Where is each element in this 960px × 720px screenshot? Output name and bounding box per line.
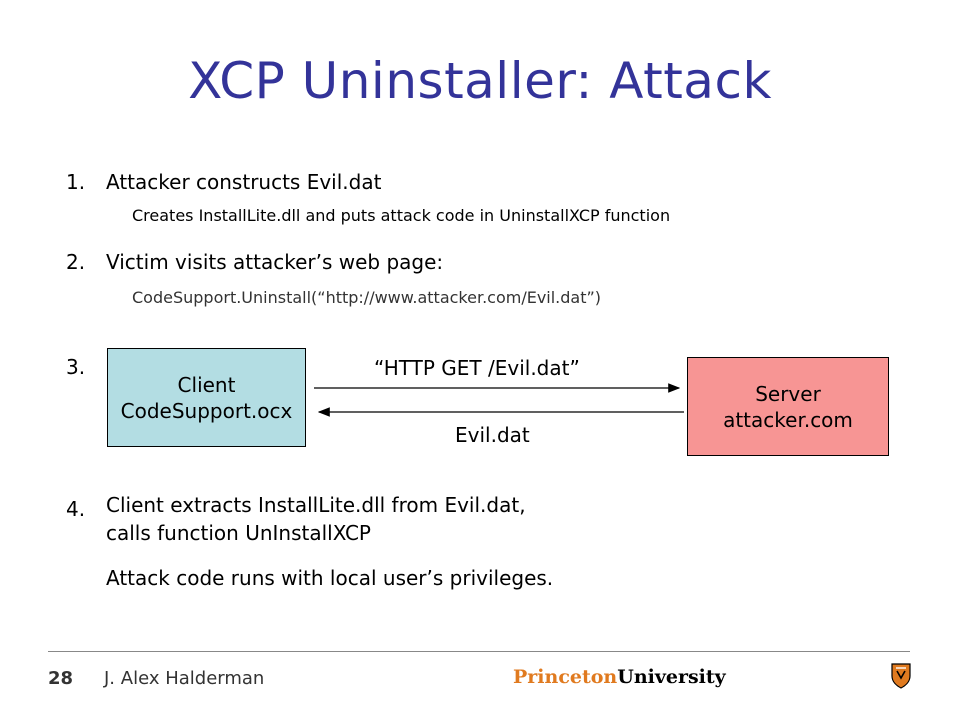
step-4-text-line2: calls function UnInstallXCP (106, 521, 371, 545)
author-name: J. Alex Halderman (104, 668, 265, 689)
footer-divider (48, 651, 910, 652)
client-label: Client (177, 372, 236, 397)
page-number: 28 (48, 668, 74, 689)
client-box: Client CodeSupport.ocx (107, 348, 306, 447)
step-4-detail: Attack code runs with local user’s privi… (106, 566, 554, 590)
step-3-number: 3. (66, 355, 86, 379)
step-1-text: Attacker constructs Evil.dat (106, 170, 382, 194)
step-4-number: 4. (66, 497, 86, 521)
response-label: Evil.dat (455, 423, 530, 447)
server-label: Server (755, 381, 821, 406)
logo-princeton-text: Princeton (513, 666, 618, 688)
step-2-detail: CodeSupport.Uninstall(“http://www.attack… (132, 288, 602, 307)
request-label: “HTTP GET /Evil.dat” (374, 356, 580, 380)
server-box: Server attacker.com (687, 357, 889, 456)
step-1-detail: Creates InstallLite.dll and puts attack … (132, 206, 671, 225)
princeton-shield-icon (891, 663, 911, 689)
step-4-text-line1: Client extracts InstallLite.dll from Evi… (106, 493, 526, 517)
server-host-label: attacker.com (723, 407, 853, 432)
step-2-number: 2. (66, 250, 86, 274)
step-1-number: 1. (66, 170, 86, 194)
slide-title: XCP Uninstaller: Attack (188, 52, 772, 110)
client-component-label: CodeSupport.ocx (120, 398, 293, 423)
princeton-logo: PrincetonUniversity (513, 666, 726, 688)
step-2-text: Victim visits attacker’s web page: (106, 250, 444, 274)
logo-university-text: University (617, 666, 726, 688)
